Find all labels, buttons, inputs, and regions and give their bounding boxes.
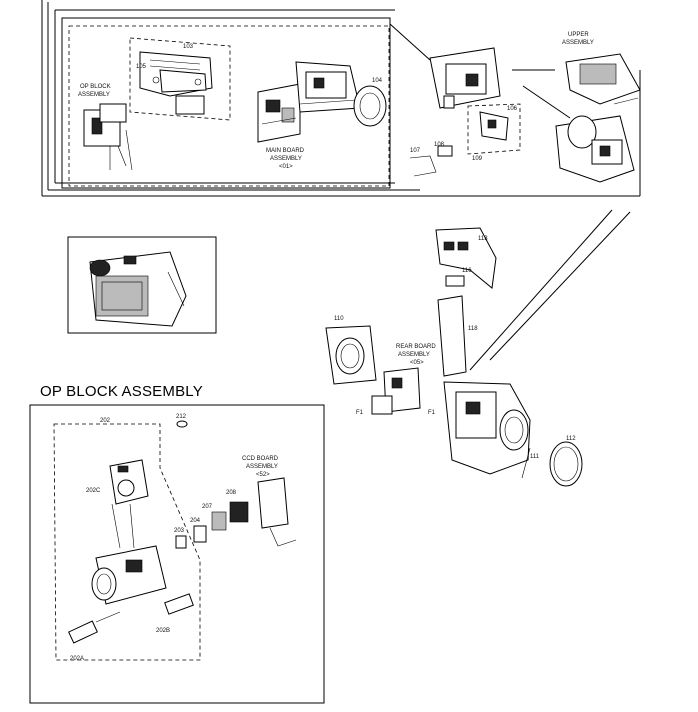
body-assembly-part: [555, 115, 635, 183]
main-board-ref: <01>: [279, 164, 293, 170]
screw-212: [176, 420, 188, 428]
part-202b: 202B: [156, 628, 170, 634]
part-112: 112: [566, 436, 576, 442]
part-116: 116: [462, 268, 472, 274]
main-body-part: [443, 381, 531, 475]
part-104: 104: [372, 78, 383, 84]
rear-board-part: [371, 367, 421, 415]
frame-bracket-part: [129, 37, 231, 121]
part-103: 103: [183, 44, 194, 50]
chassis-assembly-part: [429, 47, 501, 109]
part-208: 208: [226, 490, 237, 496]
op-block-label-2: ASSEMBLY: [78, 92, 110, 98]
flex-cable-part: [437, 295, 467, 377]
rear-board-label-2: ASSEMBLY: [398, 352, 430, 358]
upper-assembly-label-2: ASSEMBLY: [562, 40, 594, 46]
part-113: 113: [478, 236, 488, 242]
main-board-part: [257, 83, 301, 143]
part-106: 106: [507, 106, 518, 112]
part-109: 109: [472, 156, 483, 162]
top-frame: [41, 0, 641, 371]
part-108: 108: [434, 142, 445, 148]
main-board-frame: [61, 17, 391, 189]
upper-assembly-part: [565, 53, 641, 105]
lens-ring-112: [549, 441, 583, 487]
part-203: 203: [174, 528, 185, 534]
part-116-piece: [445, 275, 465, 287]
ccd-board-label-1: CCD BOARD: [242, 456, 279, 462]
part-202a: 202A: [70, 656, 84, 662]
lens-ring-part: [353, 85, 387, 127]
motor-202a: [68, 611, 121, 644]
main-chassis-part: [295, 61, 361, 113]
part-212: 212: [176, 414, 187, 420]
op-block-dashed-outline: [53, 423, 201, 661]
part-f1-left: F1: [356, 410, 364, 416]
camcorder-image: [89, 251, 187, 327]
part-f1-right: F1: [428, 410, 436, 416]
motor-202b: [164, 593, 194, 615]
top-cover-part: [435, 227, 497, 289]
lens-block-part: [91, 545, 167, 605]
part-118: 118: [468, 326, 478, 332]
part-202: 202: [100, 418, 111, 424]
ccd-board-label-2: ASSEMBLY: [246, 464, 278, 470]
lens-frame-part: [325, 325, 377, 385]
camcorder-photo-frame: [67, 236, 217, 334]
part-105: 105: [136, 64, 147, 70]
main-board-label-1: MAIN BOARD: [266, 148, 305, 154]
part-111: 111: [530, 454, 540, 460]
small-parts-203-208: [175, 501, 249, 549]
part-107: 107: [410, 148, 421, 154]
op-block-label-1: OP BLOCK: [80, 84, 111, 90]
part-202c: 202C: [86, 488, 101, 494]
part-204: 204: [190, 518, 201, 524]
ccd-board-ref: <52>: [256, 472, 270, 478]
op-block-mini-assembly: [83, 103, 133, 171]
rear-board-ref: <05>: [410, 360, 424, 366]
gear-unit-202c: [109, 459, 149, 549]
main-board-label-2: ASSEMBLY: [270, 156, 302, 162]
section-title: OP BLOCK ASSEMBLY: [40, 383, 203, 400]
part-110: 110: [334, 316, 344, 322]
small-bracket-parts: [409, 111, 509, 177]
op-block-section-frame: [29, 404, 325, 704]
rear-board-label-1: REAR BOARD: [396, 344, 436, 350]
bracket-dashed-box: [467, 103, 521, 155]
strap-part: [521, 447, 531, 479]
part-207: 207: [202, 504, 213, 510]
ccd-board-part: [257, 477, 297, 547]
main-board-dash-frame: [68, 25, 390, 187]
upper-assembly-label-1: UPPER: [568, 32, 589, 38]
